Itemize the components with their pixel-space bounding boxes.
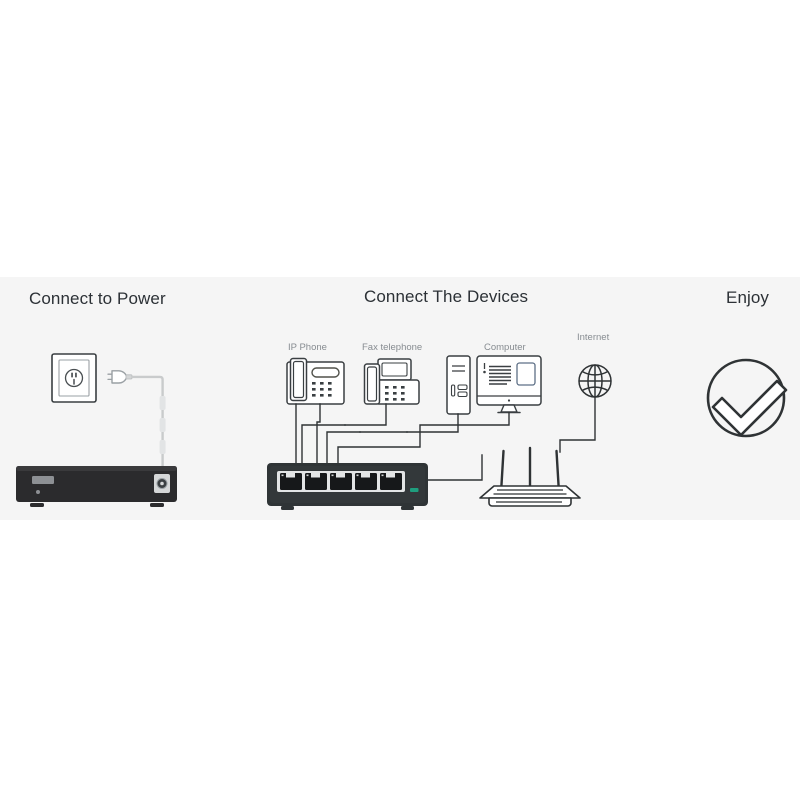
device-label-internet: Internet <box>577 332 610 343</box>
panel-heading-connect-to-power: Connect to Power <box>29 289 166 308</box>
grey-band-background <box>0 277 800 520</box>
panel-heading-enjoy: Enjoy <box>726 288 770 307</box>
device-label-fax-telephone: Fax telephone <box>362 342 423 353</box>
device-label-ip-phone: IP Phone <box>288 342 327 353</box>
device-label-computer: Computer <box>484 342 526 353</box>
panel-heading-connect-the-devices: Connect The Devices <box>364 287 529 306</box>
